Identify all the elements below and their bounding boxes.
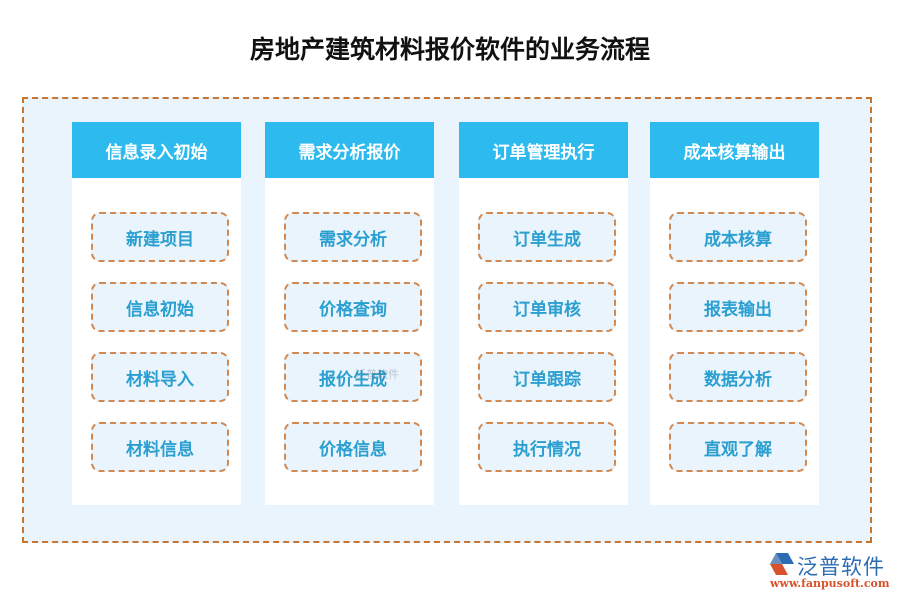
step-item: 新建项目 <box>91 212 229 262</box>
column-info-entry: 信息录入初始 新建项目 信息初始 材料导入 材料信息 <box>72 122 241 505</box>
step-item: 价格查询 <box>284 282 422 332</box>
logo-name: 泛普软件 <box>797 555 885 579</box>
logo-url: www.fanpusoft.com <box>770 577 890 590</box>
column-order-management: 订单管理执行 订单生成 订单审核 订单跟踪 执行情况 <box>459 122 628 505</box>
column-demand-quote: 需求分析报价 需求分析 价格查询 报价生成 价格信息 <box>265 122 434 505</box>
step-item: 材料导入 <box>91 352 229 402</box>
step-item: 数据分析 <box>669 352 807 402</box>
column-header: 订单管理执行 <box>459 122 628 178</box>
step-item: 材料信息 <box>91 422 229 472</box>
step-item: 价格信息 <box>284 422 422 472</box>
step-item: 信息初始 <box>91 282 229 332</box>
brand-logo: 泛普软件 www.fanpusoft.com <box>770 551 895 595</box>
step-item: 报价生成 <box>284 352 422 402</box>
step-item: 直观了解 <box>669 422 807 472</box>
step-item: 订单跟踪 <box>478 352 616 402</box>
step-item: 执行情况 <box>478 422 616 472</box>
step-item: 需求分析 <box>284 212 422 262</box>
watermark: 泛普软件 <box>355 368 399 381</box>
column-header: 成本核算输出 <box>650 122 819 178</box>
step-item: 报表输出 <box>669 282 807 332</box>
column-header: 需求分析报价 <box>265 122 434 178</box>
step-item: 订单审核 <box>478 282 616 332</box>
column-cost-output: 成本核算输出 成本核算 报表输出 数据分析 直观了解 <box>650 122 819 505</box>
fanpu-logo-icon <box>770 553 794 575</box>
step-item: 成本核算 <box>669 212 807 262</box>
step-item: 订单生成 <box>478 212 616 262</box>
diagram-title: 房地产建筑材料报价软件的业务流程 <box>249 35 650 64</box>
column-header: 信息录入初始 <box>72 122 241 178</box>
